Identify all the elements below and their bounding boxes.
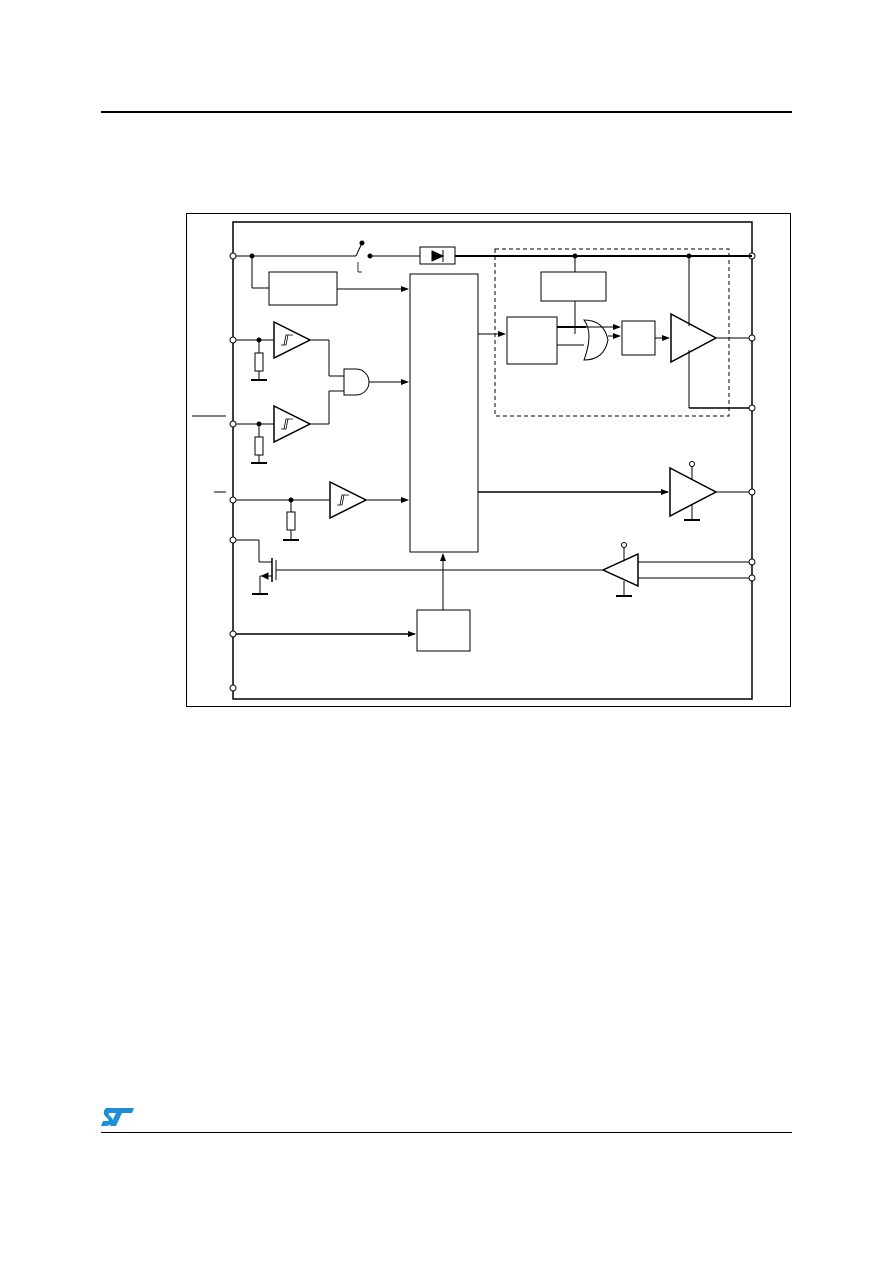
pin-r5 — [748, 558, 756, 566]
driver-amp-2-group — [478, 461, 749, 521]
oscillator-block — [236, 553, 471, 652]
diode — [419, 246, 752, 265]
comparator-2 — [236, 390, 344, 464]
and-gate — [343, 368, 409, 396]
pin-r6 — [748, 574, 756, 582]
block-diagram-frame — [186, 213, 791, 707]
pin-l3 — [229, 420, 237, 428]
mosfet — [236, 539, 603, 595]
footer-rule — [101, 1132, 792, 1133]
gate-block — [621, 320, 656, 356]
reference-block — [251, 256, 409, 306]
pin-l1 — [229, 252, 237, 260]
pin-l2 — [229, 336, 237, 344]
driver-amp-1 — [670, 312, 718, 364]
chip-boundary — [232, 221, 753, 700]
comparator-1 — [236, 320, 344, 381]
control-logic-block — [409, 273, 479, 553]
pin-r3 — [748, 404, 756, 412]
pin-r4 — [748, 488, 756, 496]
header-rule — [101, 111, 792, 113]
protection-block — [540, 271, 607, 302]
st-logo-icon — [101, 1108, 134, 1126]
comparator-3 — [236, 480, 409, 541]
output-stage — [478, 256, 749, 409]
left-pins — [229, 252, 237, 692]
pin-l5 — [229, 536, 237, 544]
pin-l6 — [229, 630, 237, 638]
pin-r2 — [748, 334, 756, 342]
supply-rail — [236, 240, 420, 273]
pin-l4 — [229, 496, 237, 504]
output-stage-region — [494, 248, 730, 417]
input-buffer — [601, 542, 749, 597]
latch-block — [506, 316, 558, 365]
pin-l7 — [229, 684, 237, 692]
or-gate — [582, 319, 609, 361]
driver-amp-2 — [669, 466, 718, 518]
